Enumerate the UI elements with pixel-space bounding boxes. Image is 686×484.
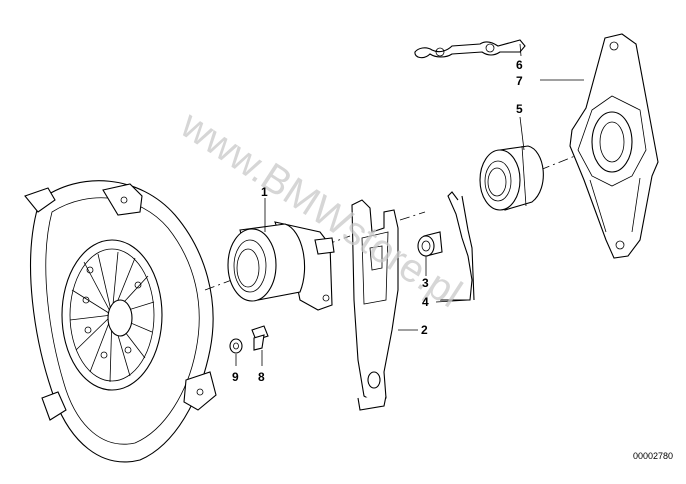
release-lever[interactable] (351, 199, 399, 411)
callout-6: 6 (516, 58, 523, 72)
callout-1: 1 (261, 185, 268, 199)
reference-number: 00002780 (633, 451, 673, 461)
guide-sleeve[interactable] (479, 145, 544, 211)
callout-5: 5 (516, 102, 523, 116)
callout-4: 4 (422, 295, 429, 309)
callout-7: 7 (516, 74, 523, 88)
leader-lines (235, 43, 584, 366)
callout-8: 8 (258, 370, 265, 384)
clutch-pressure-plate[interactable] (24, 180, 217, 463)
washer[interactable] (229, 338, 243, 354)
release-bearing[interactable] (227, 221, 335, 311)
spring-clip[interactable] (440, 191, 475, 301)
callout-2: 2 (421, 323, 428, 337)
retaining-spring[interactable] (414, 39, 526, 59)
callout-9: 9 (232, 370, 239, 384)
cover-plate[interactable] (569, 33, 659, 259)
hex-bolt[interactable] (251, 325, 269, 351)
callout-3: 3 (422, 276, 429, 290)
